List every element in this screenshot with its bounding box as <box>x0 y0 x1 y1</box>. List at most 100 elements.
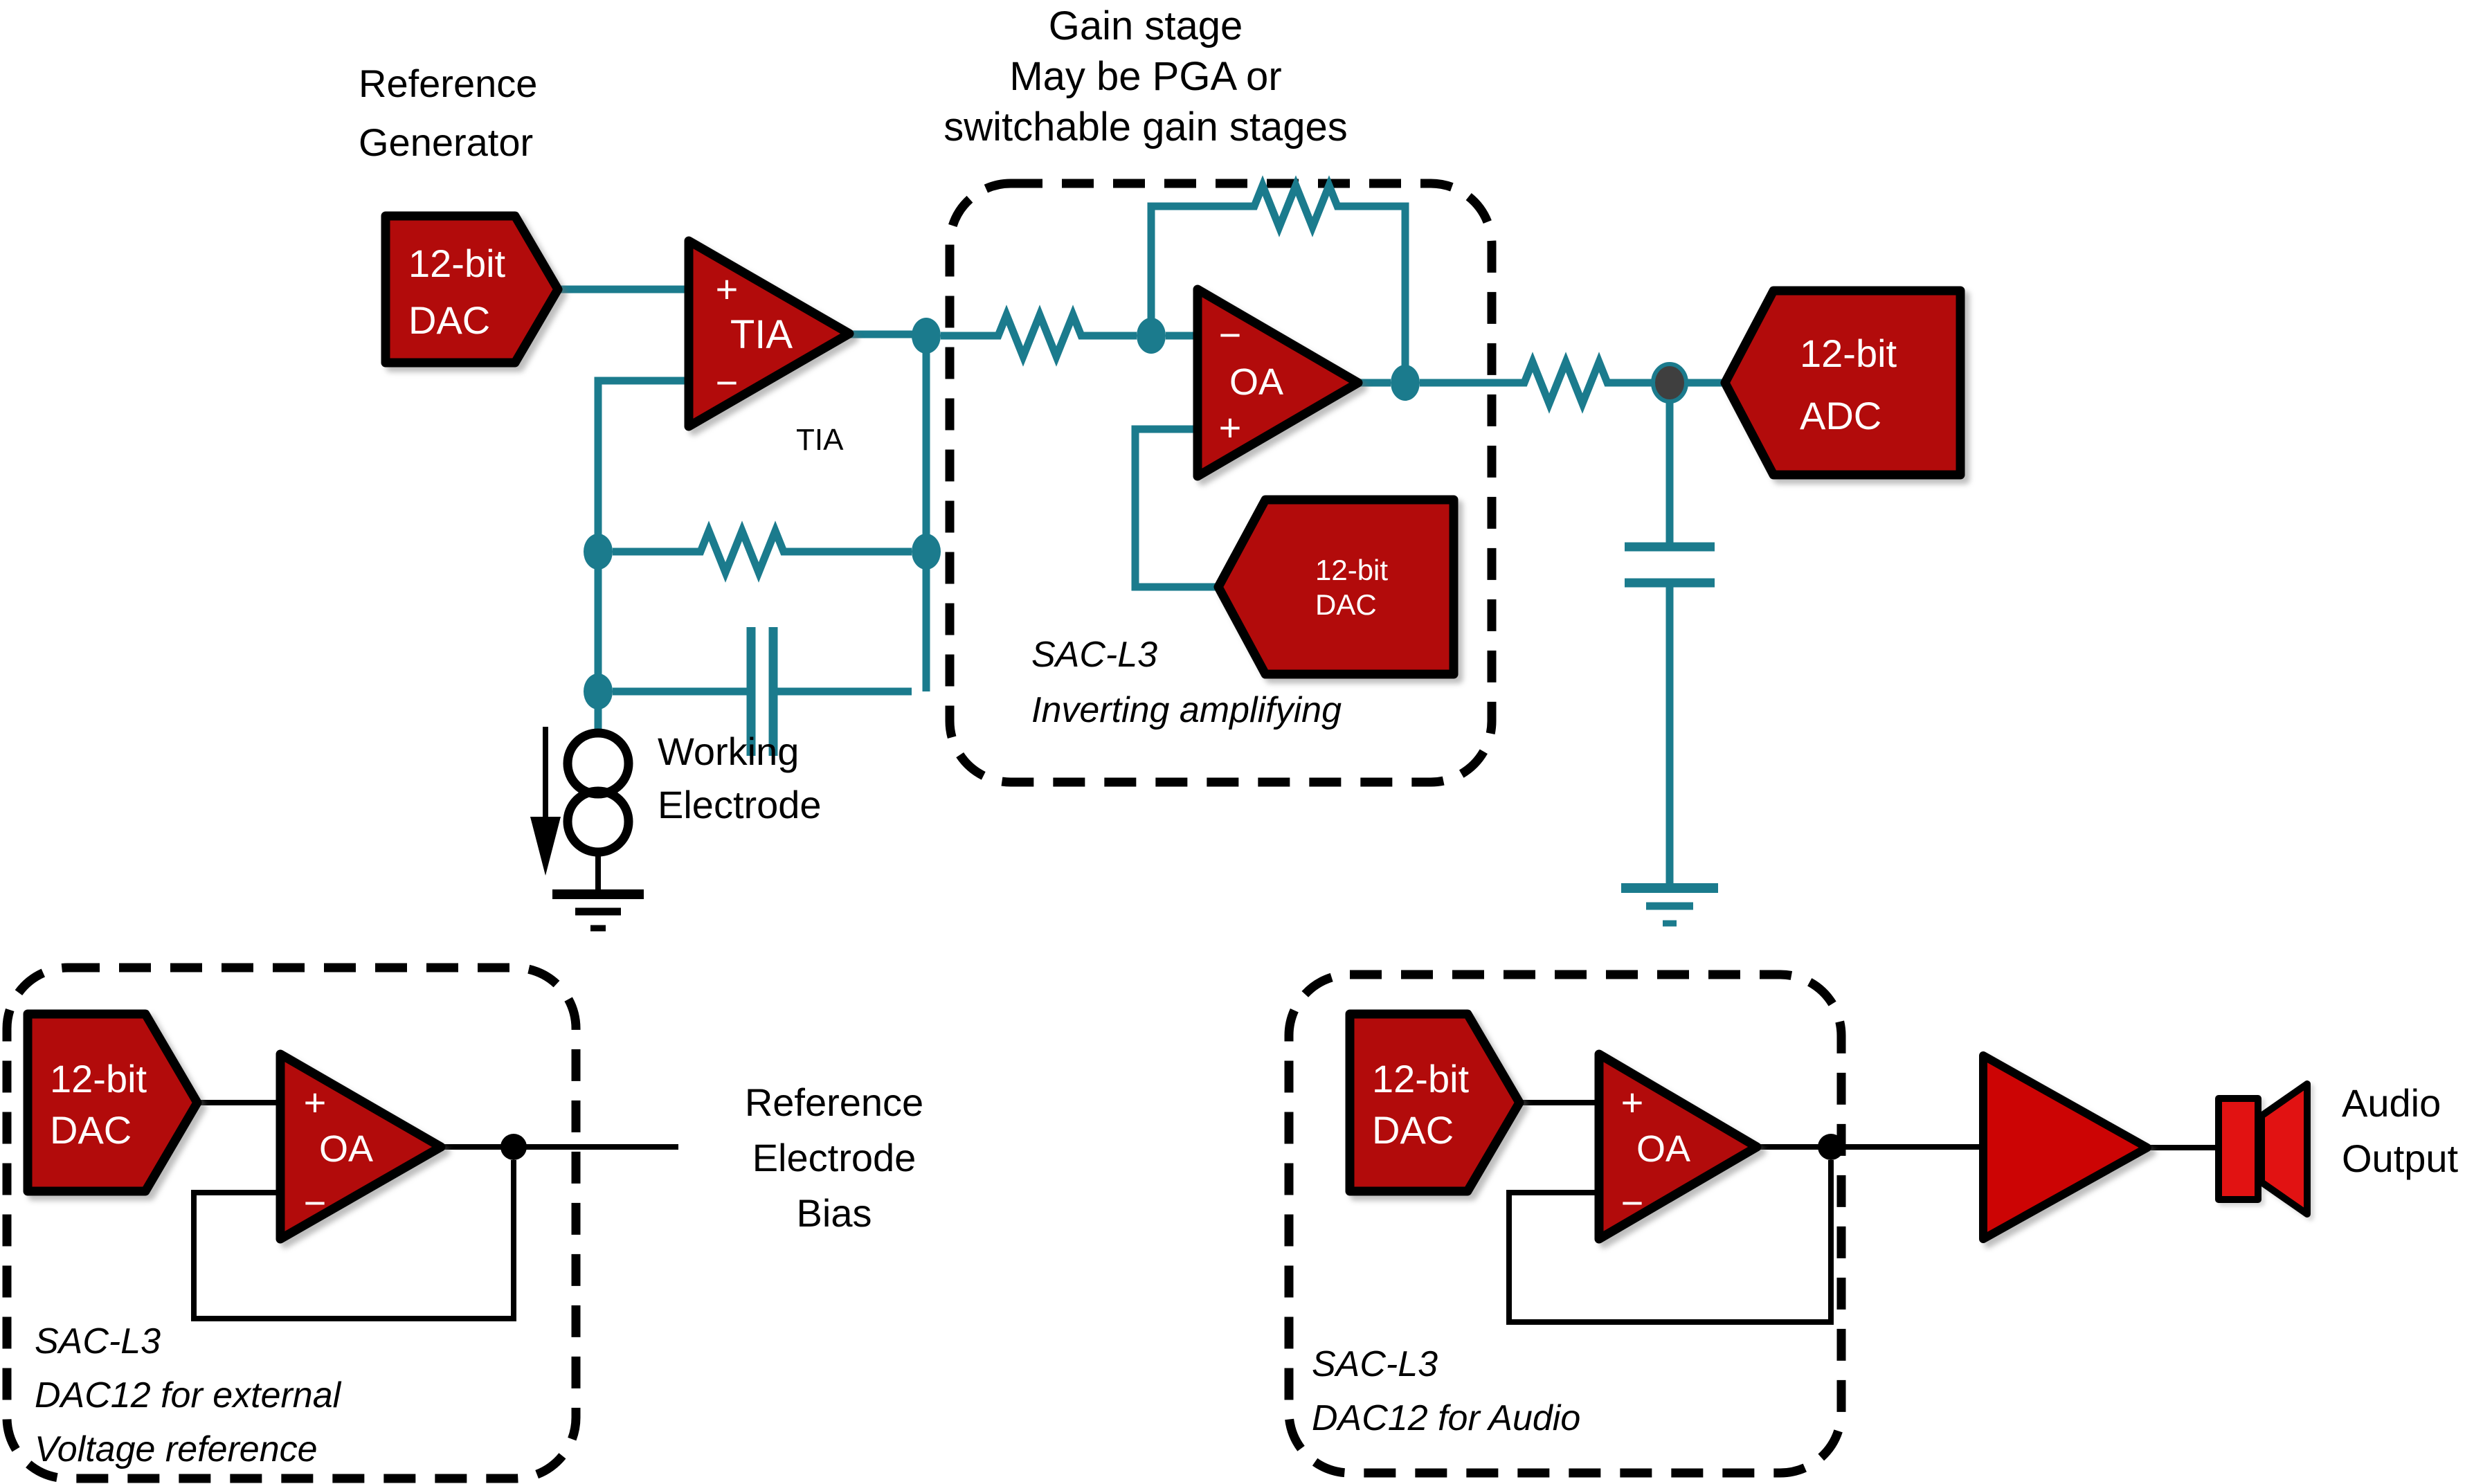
audio-output-label: Audio Output <box>2342 1081 2459 1180</box>
audio-oa-name: OA <box>1636 1128 1690 1170</box>
vref-box-caption: SAC-L3 DAC12 for external Voltage refere… <box>35 1321 342 1469</box>
current-source-circle-top <box>563 728 633 799</box>
adc-shape <box>1720 286 1965 480</box>
audio-oa-triangle <box>1594 1049 1762 1244</box>
gain-stage-title-line3: switchable gain stages <box>943 105 1348 150</box>
working-electrode-line2: Electrode <box>658 783 822 826</box>
node-oa-output-junction <box>1391 365 1420 401</box>
speaker-icon <box>2215 1080 2311 1218</box>
ref-bias-line2: Electrode <box>752 1136 917 1179</box>
current-source-circle-bottom <box>563 786 633 857</box>
audio-output-line2: Output <box>2342 1137 2459 1180</box>
reference-electrode-bias-label: Reference Electrode Bias <box>745 1080 923 1235</box>
gain-oa-plus-sign: + <box>1219 406 1242 449</box>
tia-wiring <box>558 285 941 756</box>
gain-feedback-right <box>1346 202 1409 367</box>
adc-line1: 12-bit <box>1800 332 1897 375</box>
gain-box-caption: SAC-L3 Inverting amplifying <box>1031 635 1342 730</box>
reference-generator-line1: Reference <box>359 62 537 105</box>
gain-feedback-left <box>1147 202 1246 321</box>
audio-dashed-box <box>1284 970 1846 1478</box>
ref-bias-line3: Bias <box>797 1191 872 1235</box>
speaker-cone <box>2258 1080 2311 1218</box>
vref-dashed-box <box>2 963 581 1483</box>
tia-caption: TIA <box>796 423 844 457</box>
reference-dac-shape <box>381 211 563 368</box>
adc-series-resistor <box>1516 352 1616 414</box>
gain-oa-minus-sign: − <box>1219 313 1242 356</box>
reference-generator-line2: Generator <box>359 120 533 164</box>
gain-stage-title-line2: May be PGA or <box>1009 54 1281 99</box>
node-tia-input-junction <box>584 534 613 570</box>
speaker-magnet <box>2215 1095 2261 1203</box>
reference-generator-label: Reference Generator <box>359 62 537 164</box>
node-fb-right-junction <box>912 534 941 570</box>
adc-block: 12-bit ADC <box>1720 286 1965 480</box>
node-tia-output-junction <box>912 318 941 354</box>
gain-box-caption-line2: Inverting amplifying <box>1031 690 1342 730</box>
audio-caption-line1: SAC-L3 <box>1312 1344 1438 1384</box>
node-cap-left-junction <box>584 673 613 709</box>
node-oa-minus-junction <box>1137 318 1166 354</box>
audio-dac-line1: 12-bit <box>1372 1057 1470 1101</box>
gain-oa-opamp: − OA + <box>1193 284 1363 481</box>
tia-name: TIA <box>730 312 793 357</box>
audio-caption-line2: DAC12 for Audio <box>1312 1398 1580 1438</box>
audio-wiring <box>1506 1100 2219 1325</box>
ground-symbol-teal <box>1621 883 1718 927</box>
adc-line2: ADC <box>1800 394 1881 437</box>
audio-box-caption: SAC-L3 DAC12 for Audio <box>1312 1344 1580 1438</box>
audio-dac-shape <box>1345 1009 1524 1196</box>
vref-dac-line2: DAC <box>50 1108 132 1152</box>
gain-stage-dashed-box <box>945 179 1497 787</box>
vref-oa-opamp: + OA − <box>276 1049 446 1244</box>
gain-stage-wiring <box>941 175 1420 591</box>
adc-wiring <box>1420 352 1725 927</box>
ground-symbol-black <box>552 889 644 932</box>
audio-oa-plus-sign: + <box>1621 1080 1644 1124</box>
tia-plus-sign: + <box>716 267 739 311</box>
audio-amp-triangle <box>1979 1051 2151 1243</box>
vref-oa-minus-sign: − <box>304 1181 327 1224</box>
tia-opamp: + TIA − <box>684 236 854 431</box>
vref-caption-line1: SAC-L3 <box>35 1321 161 1361</box>
vref-oa-triangle <box>276 1049 446 1244</box>
audio-feedback-loop <box>1506 1160 1834 1325</box>
gain-dac-shape <box>1213 495 1459 679</box>
vref-oa-name: OA <box>319 1128 373 1170</box>
audio-oa-minus-sign: − <box>1621 1181 1644 1224</box>
gain-input-resistor <box>990 305 1090 367</box>
working-electrode-line1: Working <box>658 730 799 773</box>
vref-oa-plus-sign: + <box>304 1080 327 1124</box>
reference-dac-line1: 12-bit <box>408 242 506 285</box>
gain-stage-title-line1: Gain stage <box>1049 3 1243 48</box>
audio-dac-block: 12-bit DAC <box>1345 1009 1524 1196</box>
gain-dac-block: 12-bit DAC <box>1213 495 1459 679</box>
vref-feedback-loop <box>191 1160 516 1321</box>
wire-tia-inverting-input <box>594 377 689 537</box>
gain-dac-line1: 12-bit <box>1315 554 1388 586</box>
vref-caption-line3: Voltage reference <box>35 1429 318 1469</box>
gain-stage-title: Gain stage May be PGA or switchable gain… <box>943 3 1348 150</box>
vref-wiring <box>191 1100 678 1321</box>
node-adc-input-junction <box>1651 362 1688 404</box>
vref-dac-line1: 12-bit <box>50 1057 147 1101</box>
working-electrode: Working Electrode <box>530 727 822 932</box>
gain-oa-triangle <box>1193 284 1363 481</box>
audio-oa-opamp: + OA − <box>1594 1049 1762 1244</box>
vref-caption-line2: DAC12 for external <box>35 1375 342 1415</box>
node-audio-output <box>1818 1134 1844 1160</box>
wire-oa-plus-from-dac <box>1131 425 1218 591</box>
reference-dac-block: 12-bit DAC <box>381 211 563 368</box>
audio-output-line1: Audio <box>2342 1081 2441 1125</box>
tia-minus-sign: − <box>716 361 739 404</box>
vref-dac-block: 12-bit DAC <box>23 1009 202 1196</box>
node-vref-output <box>500 1134 527 1160</box>
reference-dac-line2: DAC <box>408 298 490 342</box>
gain-oa-name: OA <box>1229 361 1283 403</box>
gain-dac-line2: DAC <box>1315 588 1377 621</box>
audio-power-amp <box>1979 1051 2151 1243</box>
gain-box-caption-line1: SAC-L3 <box>1031 635 1157 675</box>
